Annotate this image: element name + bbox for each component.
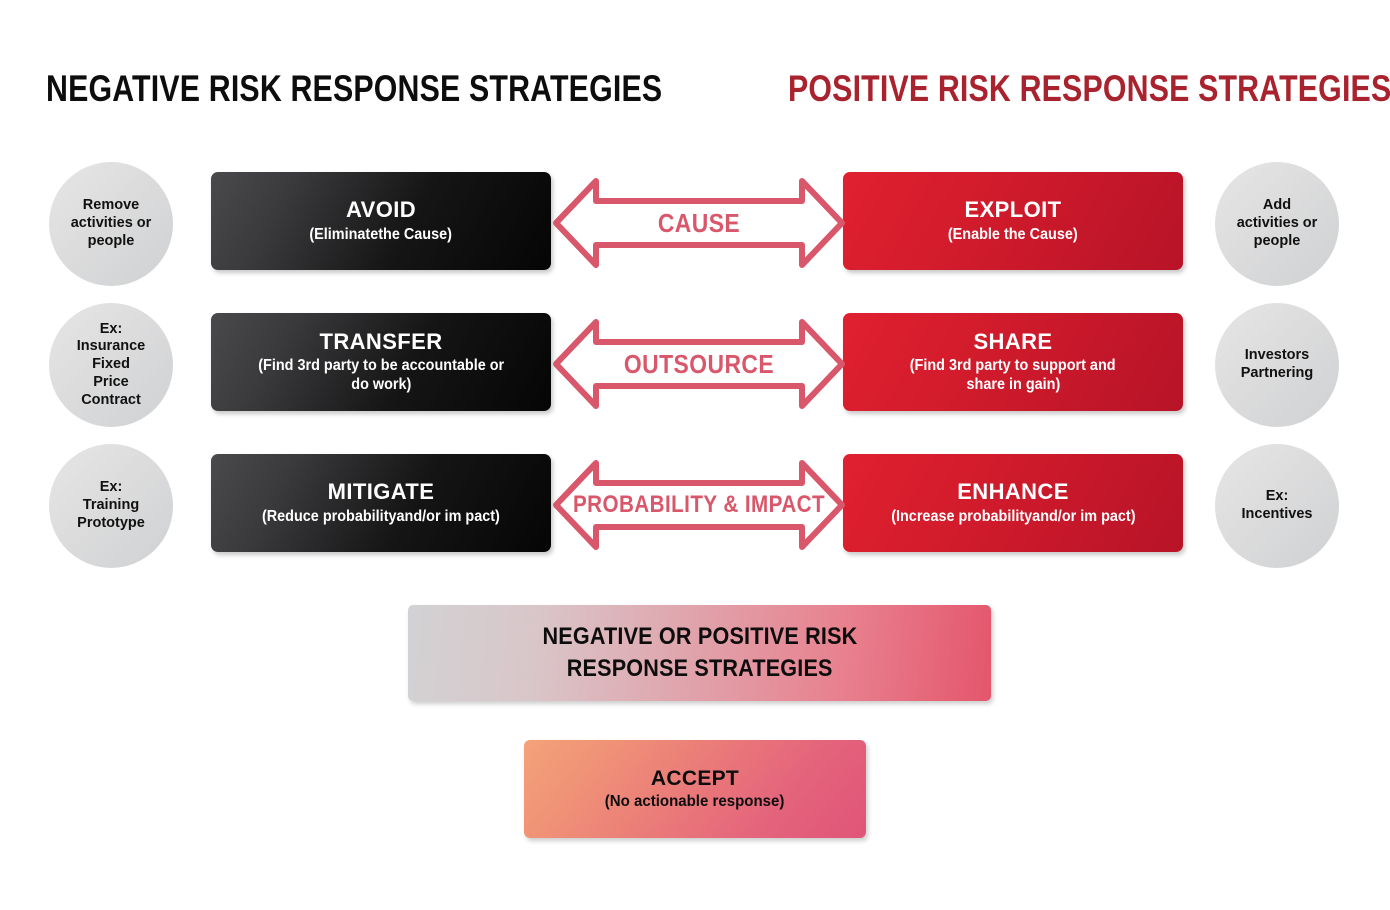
right-circle-share: Investors Partnering xyxy=(1215,303,1339,427)
strategy-title: MITIGATE xyxy=(327,479,435,505)
double-headed-arrow-icon xyxy=(553,178,845,268)
double-arrow-cause: CAUSE xyxy=(550,173,848,273)
strategy-title: AVOID xyxy=(345,197,417,223)
strategy-box-mitigate[interactable]: MITIGATE (Reduce probabilityand/or im pa… xyxy=(211,454,551,552)
circle-line: Insurance xyxy=(76,338,146,355)
strategy-subtitle: (Increase probabilityand/or im pact) xyxy=(890,507,1136,525)
accept-title: ACCEPT xyxy=(650,767,740,790)
circle-line: Ex: xyxy=(1265,488,1289,505)
right-circle-share-text: Investors Partnering xyxy=(1241,347,1314,382)
circle-line: Fixed xyxy=(92,356,130,373)
strategy-title: SHARE xyxy=(973,328,1053,354)
circle-line: Add xyxy=(1262,197,1292,214)
strategy-box-share[interactable]: SHARE (Find 3rd party to support and sha… xyxy=(843,313,1183,411)
circle-line: Incentives xyxy=(1241,506,1313,522)
strategy-subtitle: (Reduce probabilityand/or im pact) xyxy=(262,507,500,525)
circle-line: Price xyxy=(93,373,129,390)
right-circle-exploit: Add activities or people xyxy=(1215,162,1339,286)
circle-line: activities or xyxy=(70,215,152,232)
circle-line: activities or xyxy=(1236,215,1318,232)
circle-line: Partnering xyxy=(1240,365,1314,381)
strategy-box-transfer[interactable]: TRANSFER (Find 3rd party to be accountab… xyxy=(211,313,551,411)
circle-line: Remove xyxy=(82,197,140,214)
circle-line: people xyxy=(87,232,135,249)
page-title-negative: NEGATIVE RISK RESPONSE STRATEGIES xyxy=(46,68,663,109)
left-circle-transfer: Ex: Insurance Fixed Price Contract xyxy=(49,303,173,427)
arrow-label-probability-impact: PROBABILITY & IMPACT xyxy=(572,491,826,518)
strategy-title: EXPLOIT xyxy=(964,197,1062,223)
strategy-box-enhance[interactable]: ENHANCE (Increase probabilityand/or im p… xyxy=(843,454,1183,552)
strategy-title: ENHANCE xyxy=(957,479,1069,505)
bar-line-2: RESPONSE STRATEGIES xyxy=(566,655,833,682)
page-title-positive: POSITIVE RISK RESPONSE STRATEGIES xyxy=(788,68,1390,109)
strategy-box-exploit[interactable]: EXPLOIT (Enable the Cause) xyxy=(843,172,1183,270)
circle-line: Training xyxy=(82,497,140,514)
strategy-subtitle: (Find 3rd party to support and xyxy=(910,357,1116,375)
left-circle-avoid: Remove activities or people xyxy=(49,162,173,286)
bar-accept[interactable]: ACCEPT (No actionable response) xyxy=(524,740,866,838)
accept-subtitle: (No actionable response) xyxy=(605,793,785,810)
strategy-subtitle: (Enable the Cause) xyxy=(948,225,1078,243)
left-circle-mitigate: Ex: Training Prototype xyxy=(49,444,173,568)
right-circle-enhance-text: Ex: Incentives xyxy=(1242,488,1313,523)
circle-line: people xyxy=(1253,232,1301,249)
left-circle-avoid-text: Remove activities or people xyxy=(71,197,152,250)
strategy-title: TRANSFER xyxy=(319,328,443,354)
left-circle-mitigate-text: Ex: Training Prototype xyxy=(77,479,145,532)
bar-negative-or-positive[interactable]: NEGATIVE OR POSITIVE RISK RESPONSE STRAT… xyxy=(408,605,991,701)
double-arrow-probability-impact: PROBABILITY & IMPACT xyxy=(550,455,848,555)
arrow-label-outsource: OUTSOURCE xyxy=(623,348,775,379)
circle-line: Ex: xyxy=(99,479,123,496)
right-circle-exploit-text: Add activities or people xyxy=(1237,197,1318,250)
circle-line: Investors xyxy=(1244,347,1310,364)
circle-line: Ex: xyxy=(99,320,123,337)
double-headed-arrow-icon xyxy=(553,460,845,550)
arrow-label-cause: CAUSE xyxy=(657,207,741,238)
right-circle-enhance: Ex: Incentives xyxy=(1215,444,1339,568)
strategy-subtitle-line2: share in gain) xyxy=(966,376,1060,394)
bar-line-1: NEGATIVE OR POSITIVE RISK xyxy=(542,623,857,651)
strategy-subtitle: (Eliminatethe Cause) xyxy=(309,225,453,243)
circle-line: Prototype xyxy=(77,514,145,531)
strategy-subtitle: (Find 3rd party to be accountable or xyxy=(258,357,504,375)
strategy-box-avoid[interactable]: AVOID (Eliminatethe Cause) xyxy=(211,172,551,270)
double-arrow-outsource: OUTSOURCE xyxy=(550,314,848,414)
double-headed-arrow-icon xyxy=(553,319,845,409)
strategy-subtitle-line2: do work) xyxy=(350,376,412,394)
left-circle-transfer-text: Ex: Insurance Fixed Price Contract xyxy=(77,321,146,409)
circle-line: Contract xyxy=(81,391,141,408)
